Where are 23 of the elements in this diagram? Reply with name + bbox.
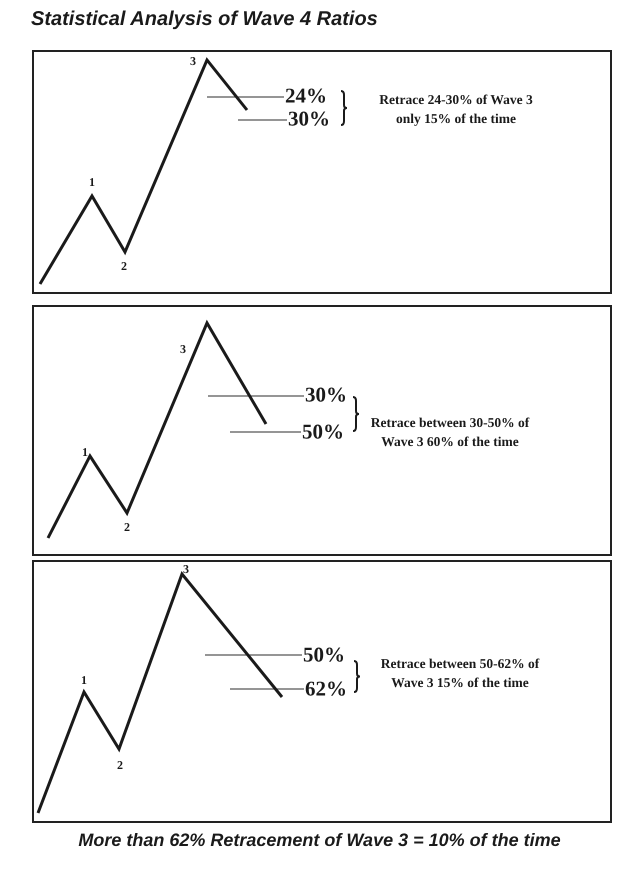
wave-number: 1 xyxy=(81,674,87,686)
chart-panel xyxy=(32,305,612,556)
chart-panel xyxy=(32,50,612,294)
note-text: Retrace between 50-62% of Wave 3 15% of the time xyxy=(380,655,540,692)
percentage-label: 30% xyxy=(288,108,330,130)
wave-number: 3 xyxy=(180,343,186,355)
wave-number: 2 xyxy=(121,260,127,272)
percentage-label: 62% xyxy=(305,678,347,700)
note-text: Retrace 24-30% of Wave 3 only 15% of the time xyxy=(378,91,534,128)
percentage-label: 30% xyxy=(305,384,347,406)
percentage-label: 50% xyxy=(302,422,344,442)
wave-number: 1 xyxy=(89,176,95,188)
chart-panel xyxy=(32,560,612,823)
wave-number: 1 xyxy=(82,446,88,458)
percentage-label: 24% xyxy=(285,86,327,106)
note-text: Retrace between 30-50% of Wave 3 60% of the time xyxy=(370,414,530,451)
title: Statistical Analysis of Wave 4 Ratios xyxy=(31,8,378,31)
wave-number: 3 xyxy=(190,55,196,67)
caption: More than 62% Retracement of Wave 3 = 10% of the time xyxy=(77,830,562,851)
wave-number: 3 xyxy=(183,563,189,575)
percentage-label: 50% xyxy=(303,644,345,666)
wave-number: 2 xyxy=(124,521,130,533)
wave-number: 2 xyxy=(117,759,123,771)
